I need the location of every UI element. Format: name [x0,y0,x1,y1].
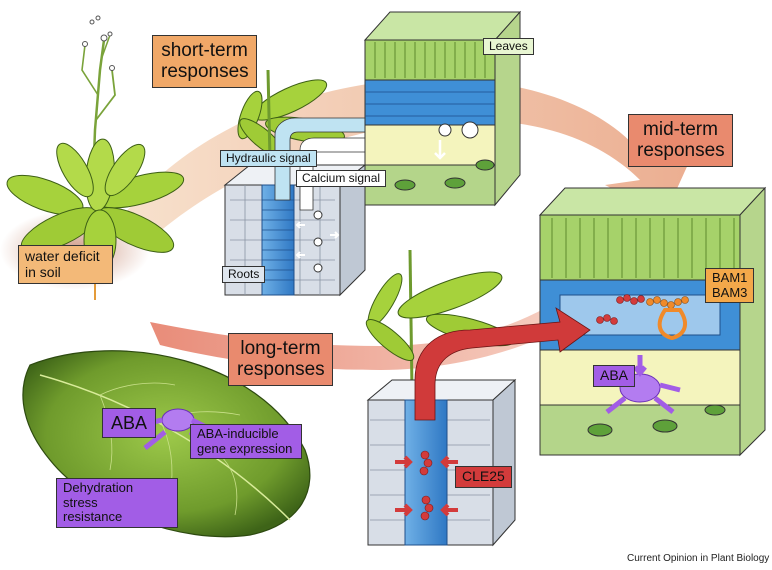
hydraulic-text: Hydraulic signal [226,151,311,165]
label-aba-gene: ABA-inducible gene expression [190,424,302,460]
long-term-plant [365,249,515,391]
arabidopsis-plant [6,15,185,300]
figure-credit: Current Opinion in Plant Biology [627,553,770,564]
cle25-transport-arrow [414,307,591,421]
long-term-root-block [366,378,517,547]
cle25-text: CLE25 [462,468,505,484]
label-cle25: CLE25 [455,466,512,488]
long-term-text: long-term responses [237,338,325,381]
aba-mid-text: ABA [600,367,629,383]
aba-long-text: ABA [111,413,148,433]
label-leaves: Leaves [483,38,534,56]
label-aba-long: ABA [102,408,157,439]
water-deficit-text: water deficit in soil [25,248,100,280]
mid-term-text: mid-term responses [637,119,725,162]
label-long-term: long-term responses [228,333,333,386]
label-bam: BAM1 BAM3 [705,268,755,304]
calcium-text: Calcium signal [302,171,381,185]
label-roots: Roots [222,266,266,284]
label-aba-mid: ABA [593,365,636,387]
root-cross-section [223,163,367,297]
mid-term-leaf-block [538,186,767,457]
label-water-deficit: water deficit in soil [18,245,113,285]
bam-text: BAM1 BAM3 [712,270,748,300]
short-term-text: short-term responses [161,40,249,83]
short-term-leaf-block [363,10,522,207]
label-calcium-signal: Calcium signal [296,170,387,188]
label-short-term: short-term responses [152,35,257,88]
roots-text: Roots [228,267,260,281]
leaves-text: Leaves [489,39,528,53]
dehydration-text: Dehydration stress resistance [63,480,134,525]
label-dehydration: Dehydration stress resistance [56,478,178,528]
label-hydraulic-signal: Hydraulic signal [220,150,317,168]
label-mid-term: mid-term responses [628,114,733,167]
bam-receptor [657,308,688,341]
aba-gene-text: ABA-inducible gene expression [197,426,293,456]
